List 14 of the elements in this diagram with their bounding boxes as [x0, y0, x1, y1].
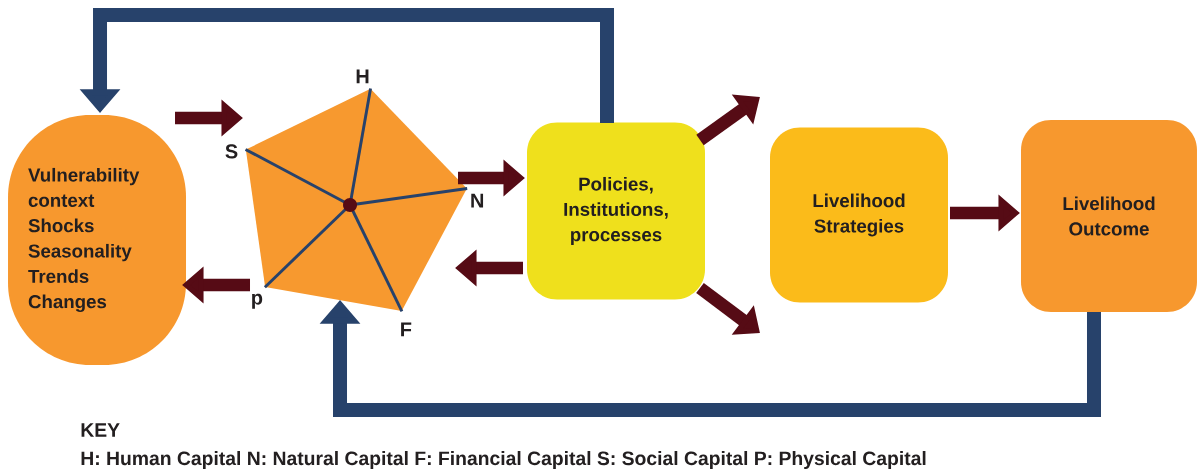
key-text: KEY — [81, 423, 120, 437]
rounded-box: Livelihood Strategies — [770, 127, 948, 303]
vertex-label: F — [401, 322, 412, 337]
arrow — [696, 282, 760, 335]
pentagon-drawing — [244, 88, 468, 312]
rounded-box: Livelihood Outcome — [1021, 120, 1197, 312]
vertex-label: H — [356, 69, 369, 84]
rounded-box: Vulnerability context Shocks Seasonality Trends Changes — [8, 115, 186, 365]
key-text: H: Human Capital N: Natural Capital F: Financial Capital S: Social Capital P: Physical Capital — [81, 451, 926, 469]
vertex-label: S — [225, 144, 238, 159]
vertex-label: N — [471, 193, 484, 208]
arrow — [696, 94, 760, 146]
vertex-label: p — [252, 293, 263, 309]
rounded-box: Policies, Institutions, processes — [527, 122, 705, 300]
